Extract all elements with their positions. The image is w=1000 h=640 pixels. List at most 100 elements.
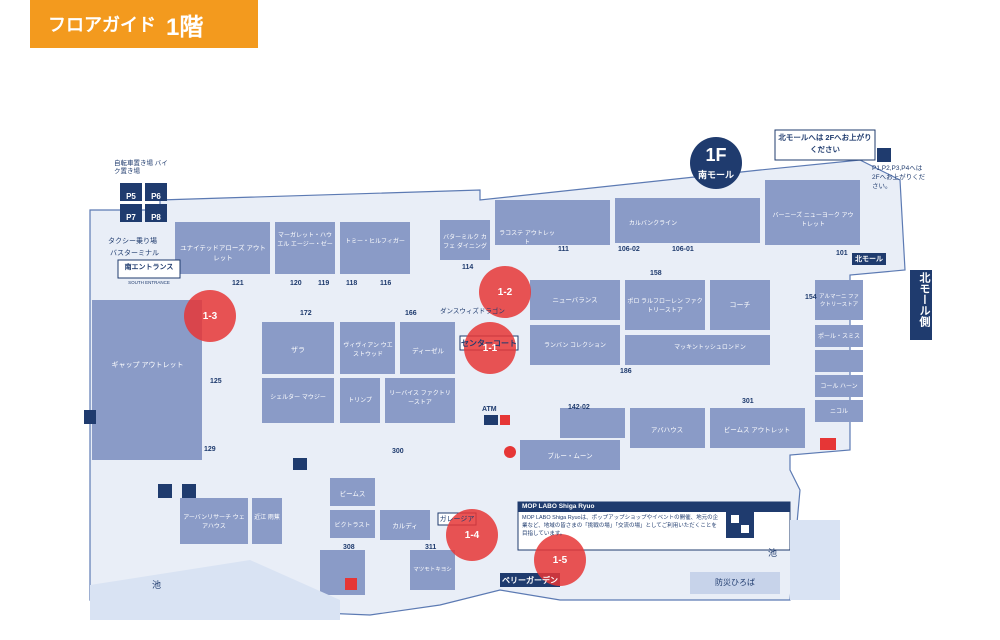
unit-number: 106-02: [618, 246, 640, 253]
marker-1-1[interactable]: [464, 322, 516, 374]
block-top-right: [615, 198, 760, 243]
block-shelter: [262, 378, 334, 423]
unit-number: 308: [343, 544, 355, 551]
unit-number: 300: [392, 448, 404, 455]
parking-p7: P7: [126, 213, 136, 222]
shop-label: ディーゼル: [411, 348, 445, 355]
unit-number: 120: [290, 280, 302, 287]
garage-label: ガレージア: [439, 516, 475, 523]
disaster-plaza: [690, 572, 780, 594]
block-top-mid: [495, 200, 610, 245]
bus-label: バスターミナル: [110, 250, 159, 257]
shop-label: トミー・ヒルフィガー: [345, 239, 405, 245]
block-margaret: [275, 222, 335, 274]
pond-right-label: 池: [768, 548, 778, 558]
pond-left-label: 池: [152, 580, 162, 590]
block-omi: [252, 498, 282, 544]
block-barneys: [765, 180, 860, 245]
shop-label: ギャップ アウトレット: [111, 362, 184, 369]
unit-number: 116: [380, 280, 392, 287]
dunlop-label: ダンスウィズドラゴン: [440, 308, 505, 315]
shop-label: シェルター マウジー: [270, 395, 326, 401]
unit-number: 186: [620, 368, 632, 375]
pond-left: [90, 560, 340, 620]
pond-right: [790, 520, 840, 600]
shop-label: マーガレット・ハウエル エージー・ゼー: [277, 233, 333, 248]
shop-label: ビームス アウトレット: [723, 427, 791, 434]
unit-number: 121: [232, 280, 244, 287]
block-tommy: [340, 222, 410, 274]
parking-icon-box: [877, 148, 891, 162]
shop-label: ビクトラスト: [334, 523, 371, 529]
shop-label: ユナイテッドアローズ アウトレット: [180, 245, 266, 262]
marker-label-1-2: 1-2: [497, 287, 513, 298]
north-mall-label: 北モール: [852, 253, 886, 265]
shop-label: ニューバランス: [552, 297, 598, 304]
info-box-text: MOP LABO Shiga Ryuoは、ポップアップショップやイベントの開催、…: [522, 515, 719, 537]
block-vivienne: [340, 322, 395, 374]
unit-number: 166: [405, 310, 417, 317]
block-beams-outlet: [710, 408, 805, 448]
info-box-header: [518, 502, 790, 512]
unit-number: 125: [210, 378, 222, 385]
shop-label: ヴィヴィアン ウエストウッド: [343, 343, 393, 358]
shop-label: ラコステ アウトレット: [499, 231, 555, 246]
marker-1-4[interactable]: [446, 509, 498, 561]
shop-label: バターミルク カフェ ダイニング: [443, 235, 487, 250]
south-entrance-en: SOUTH ENTRANCE: [128, 280, 170, 285]
block-paulsmith: [815, 325, 863, 347]
block-diesel: [400, 322, 455, 374]
block-newbalance: [530, 280, 620, 320]
block-kaldi: [380, 510, 430, 540]
shop-label: バーニーズ ニューヨーク アウトレット: [772, 213, 854, 228]
shop-label: ポロ ラルフローレン ファクトリーストア: [627, 299, 703, 314]
parking-p6: P6: [151, 192, 161, 201]
north-notice-box: [774, 129, 876, 161]
badge-big: 1F: [705, 145, 727, 165]
parking-p5: P5: [126, 192, 136, 201]
title-floor: 1階: [166, 13, 204, 41]
unit-number: 158: [650, 270, 662, 277]
block-beams: [330, 478, 375, 506]
unit-number: 311: [425, 544, 437, 551]
shop-label: カルバンクライン: [628, 221, 678, 227]
qr-code: [726, 510, 754, 538]
unit-number: 106-01: [672, 246, 694, 253]
unit-number: 129: [204, 446, 216, 453]
badge-small: 南モール: [697, 170, 734, 180]
shop-label: アーバンリサーチ ウェアハウス: [183, 515, 245, 530]
shop-label: アルマーニ ファクトリーストア: [819, 294, 859, 308]
shop-label: ビームス: [339, 491, 366, 498]
block-united-arrows: [175, 222, 270, 274]
info-box-title: MOP LABO Shiga Ryuo: [522, 503, 595, 510]
bike-parking-label: 自転車置き場 バイク置き場: [114, 160, 168, 175]
floor-guide-title: フロアガイド 1階: [30, 0, 258, 48]
south-entrance-box: [117, 259, 181, 279]
unit-number: 101: [836, 250, 848, 257]
north-side-box: [910, 270, 932, 340]
floor-badge: [690, 137, 742, 189]
unit-number: 119: [318, 280, 330, 287]
block-mackintosh: [625, 335, 770, 365]
block-triumph: [340, 378, 380, 423]
unit-number: 301: [742, 398, 754, 405]
shop-label: ブルー・ムーン: [547, 453, 593, 460]
block-coach: [710, 280, 770, 330]
shop-label: リーバイス ファクトリーストア: [389, 391, 451, 406]
shop-label: トリンプ: [348, 398, 372, 404]
shop-label: 近江 雨蕉: [254, 515, 280, 521]
shop-label: マッキントッシュロンドン: [674, 345, 746, 351]
marker-1-3[interactable]: [184, 290, 236, 342]
block-matsukiyo: [410, 550, 455, 590]
marker-1-5[interactable]: [534, 534, 586, 586]
shop-label: ランバン コレクション: [544, 343, 606, 349]
block-abahouse: [630, 408, 705, 448]
block-lanvin: [530, 325, 620, 365]
block-levis: [385, 378, 455, 423]
center-court-label: センターコート: [461, 339, 517, 348]
block-polo: [625, 280, 705, 330]
marker-1-2[interactable]: [479, 266, 531, 318]
block-armani: [815, 280, 863, 320]
marker-label-1-5: 1-5: [552, 555, 568, 566]
